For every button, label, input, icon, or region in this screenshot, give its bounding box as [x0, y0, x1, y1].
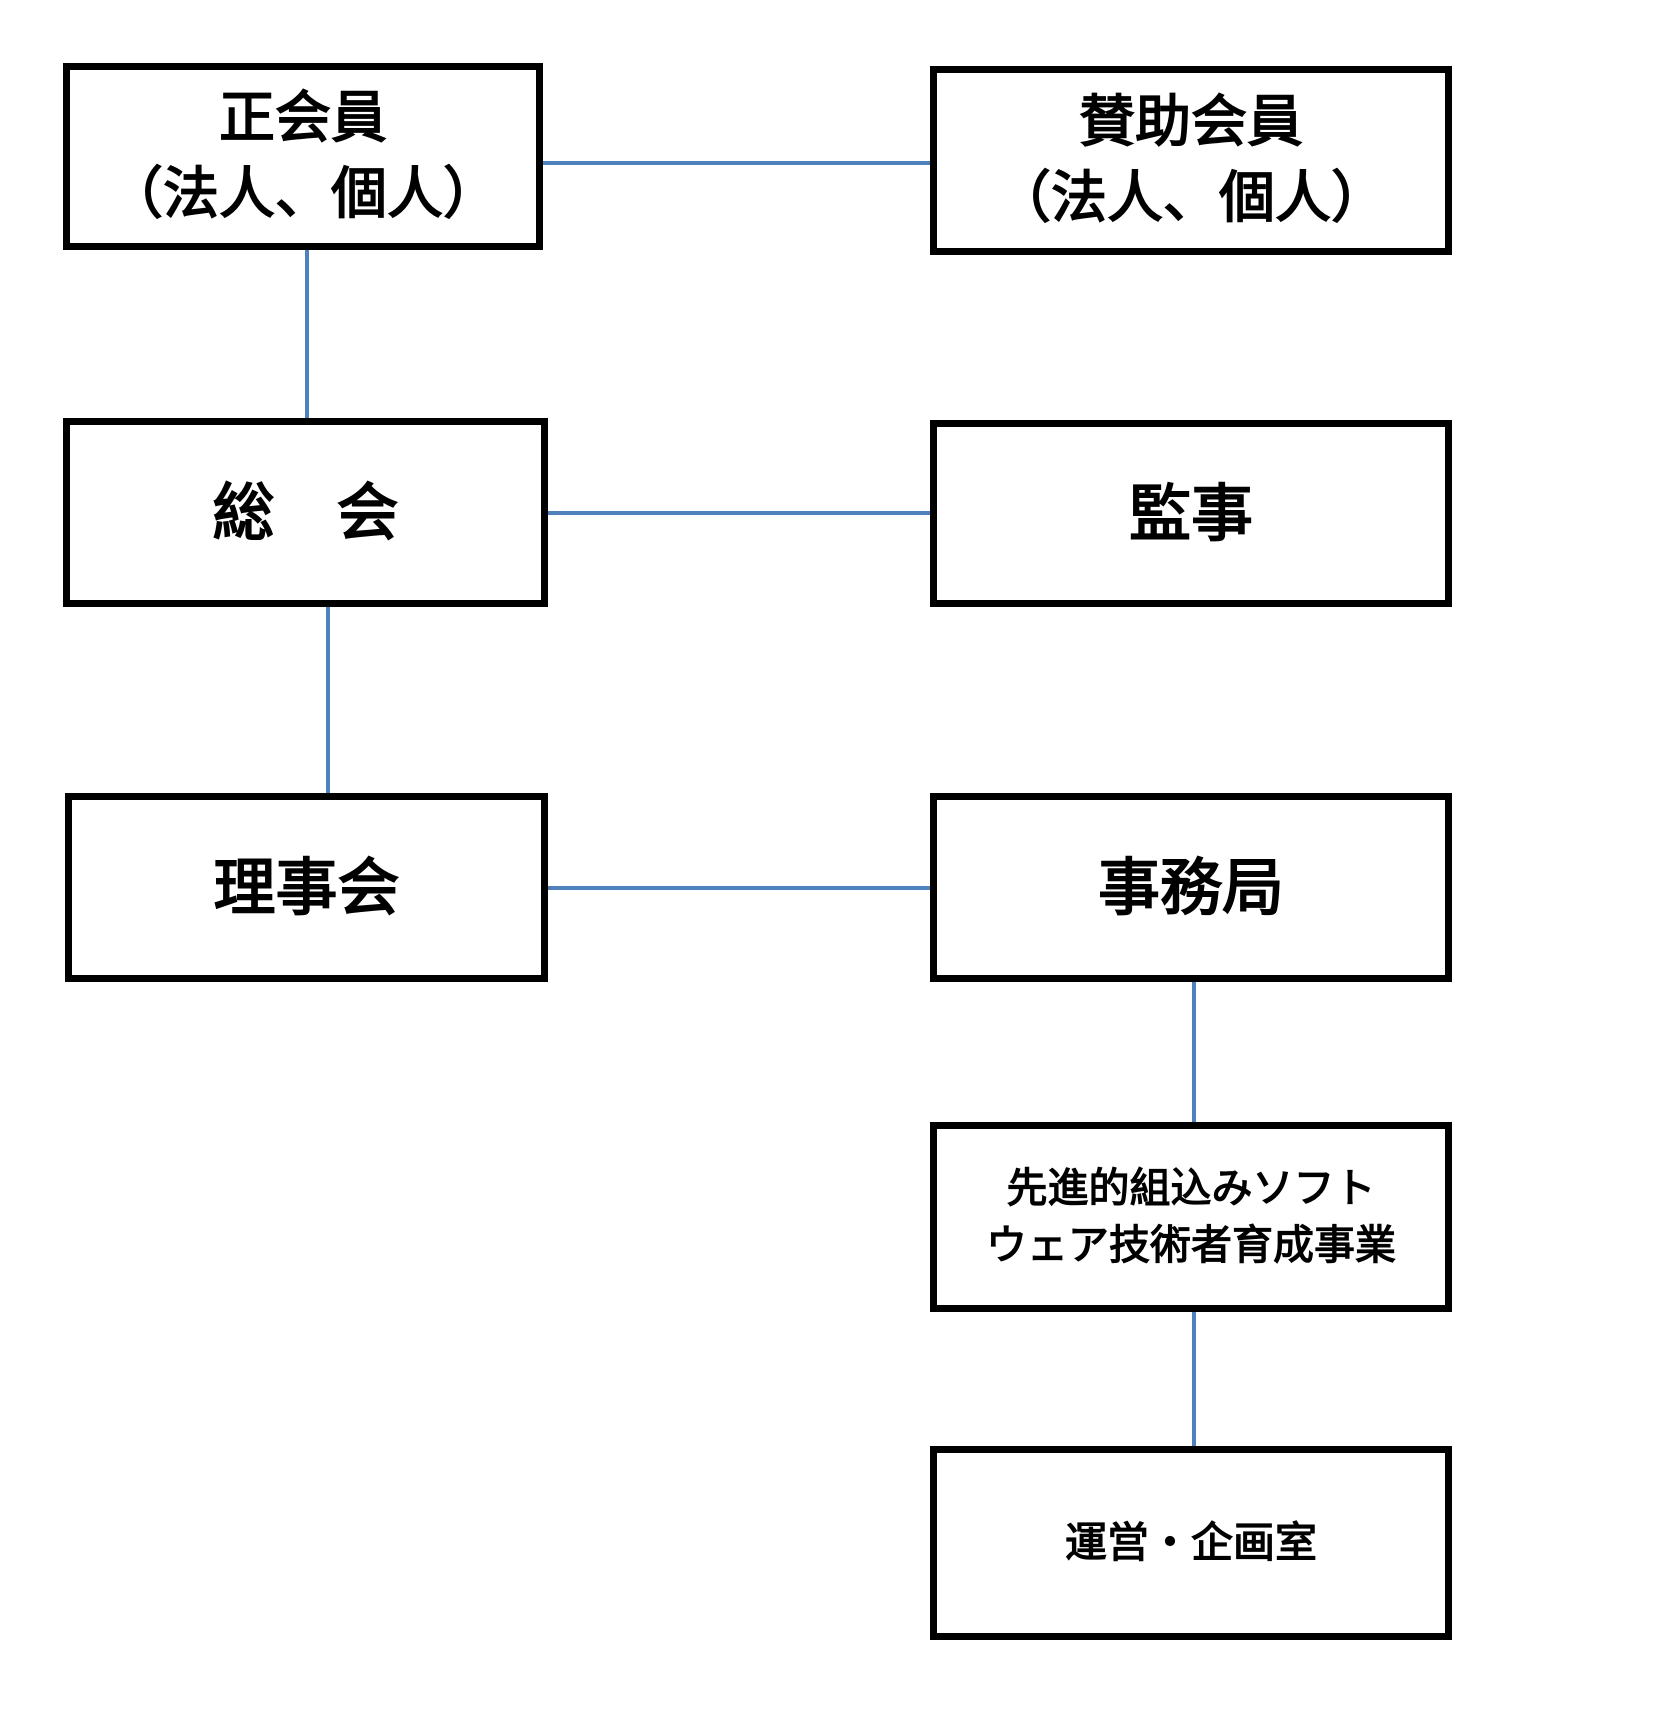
node-secretariat-label: 事務局	[1097, 850, 1284, 924]
node-supporting-members-line2: （法人、個人）	[995, 165, 1387, 231]
node-operations-planning-office-label: 運営・企画室	[1064, 1517, 1317, 1567]
node-secretariat: 事務局	[930, 793, 1452, 982]
node-board-of-directors: 理事会	[65, 793, 548, 982]
node-auditor-label: 監事	[1128, 476, 1253, 550]
node-operations-planning-office: 運営・企画室	[930, 1446, 1452, 1640]
node-supporting-members: 賛助会員 （法人、個人）	[930, 66, 1452, 255]
node-training-program-line1: 先進的組込みソフト	[1006, 1164, 1376, 1213]
node-regular-members-line2: （法人、個人）	[107, 161, 499, 227]
connector-training-operations	[1192, 1312, 1196, 1446]
node-training-program: 先進的組込みソフト ウェア技術者育成事業	[930, 1122, 1452, 1312]
node-training-program-line2: ウェア技術者育成事業	[986, 1221, 1396, 1269]
connector-regular-assembly	[305, 250, 309, 418]
node-regular-members-line1: 正会員	[219, 85, 387, 151]
connector-regular-supporting	[543, 161, 932, 165]
connector-assembly-auditor	[548, 511, 932, 515]
connector-board-secretariat	[548, 886, 932, 890]
node-general-assembly-label: 総 会	[212, 475, 399, 549]
connector-assembly-board	[326, 607, 330, 793]
node-supporting-members-line1: 賛助会員	[1079, 89, 1303, 155]
node-regular-members: 正会員 （法人、個人）	[63, 63, 543, 250]
node-general-assembly: 総 会	[63, 418, 548, 607]
node-board-of-directors-label: 理事会	[213, 850, 400, 924]
node-auditor: 監事	[930, 420, 1452, 607]
connector-secretariat-training	[1192, 982, 1196, 1122]
